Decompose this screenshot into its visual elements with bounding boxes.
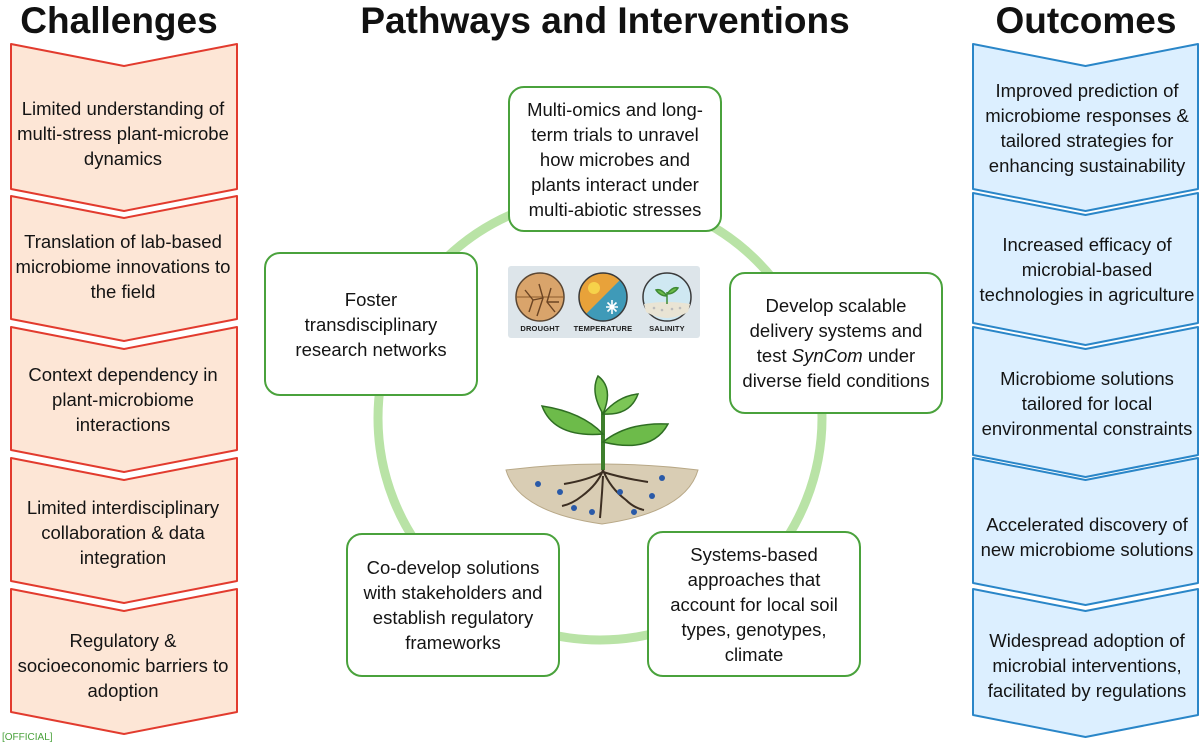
challenge-item: Limited understanding of multi-stress pl…: [17, 97, 229, 169]
challenges-title: Challenges: [20, 0, 218, 41]
pathway-node-top-text: Multi-omics and long-term trials to unra…: [527, 98, 703, 220]
pathway-node-bottom-left: Co-develop solutions with stakeholders a…: [346, 533, 560, 677]
drought-icon: [515, 272, 565, 322]
pathway-node-top: Multi-omics and long-term trials to unra…: [508, 86, 722, 232]
pathway-node-right-post: under diverse field conditions: [742, 345, 930, 391]
outcome-item: Widespread adoption of microbial interve…: [987, 629, 1187, 701]
outcome-item: Accelerated discovery of new microbiome …: [980, 514, 1194, 560]
plant-illustration: [505, 374, 699, 525]
pathway-node-bottom-right-text: Systems-based approaches that account fo…: [670, 543, 838, 665]
outcomes-title: Outcomes: [995, 0, 1177, 41]
challenge-item: Translation of lab-based microbiome inno…: [15, 230, 231, 302]
stress-label-drought: DROUGHT: [520, 324, 560, 333]
official-label: [OFFICIAL]: [2, 732, 53, 743]
challenge-item: Context dependency in plant-microbiome i…: [28, 363, 218, 435]
outcome-item: Improved prediction of microbiome respon…: [985, 80, 1189, 176]
pathway-node-right: Develop scalable delivery systems and te…: [729, 272, 943, 414]
pathway-node-bottom-left-text: Co-develop solutions with stakeholders a…: [363, 557, 543, 653]
stress-label-salinity: SALINITY: [649, 324, 685, 333]
challenge-item: Limited interdisciplinary collaboration …: [26, 496, 220, 568]
pathway-node-left-text: Foster transdisciplinary research networ…: [295, 288, 447, 360]
stress-icons-panel: DROUGHT TEMPERATURE SALINITY: [508, 266, 700, 338]
pathway-node-left: Foster transdisciplinary research networ…: [264, 252, 478, 396]
temperature-icon: [578, 272, 628, 322]
stress-label-temperature: TEMPERATURE: [573, 324, 633, 333]
salinity-icon: [642, 272, 692, 322]
outcome-item: Microbiome solutions tailored for local …: [981, 367, 1193, 439]
pathways-title: Pathways and Interventions: [360, 0, 850, 41]
syncom-term: SynCom: [791, 345, 863, 366]
pathway-node-bottom-right: Systems-based approaches that account fo…: [647, 531, 861, 677]
challenge-item: Regulatory & socioeconomic barriers to a…: [17, 629, 229, 701]
outcome-item: Increased efficacy of microbial-based te…: [979, 233, 1195, 305]
pathway-node-right-text: Develop scalable delivery systems and te…: [741, 293, 931, 393]
pathway-node-right-pre: Develop scalable delivery systems and te…: [749, 295, 923, 366]
